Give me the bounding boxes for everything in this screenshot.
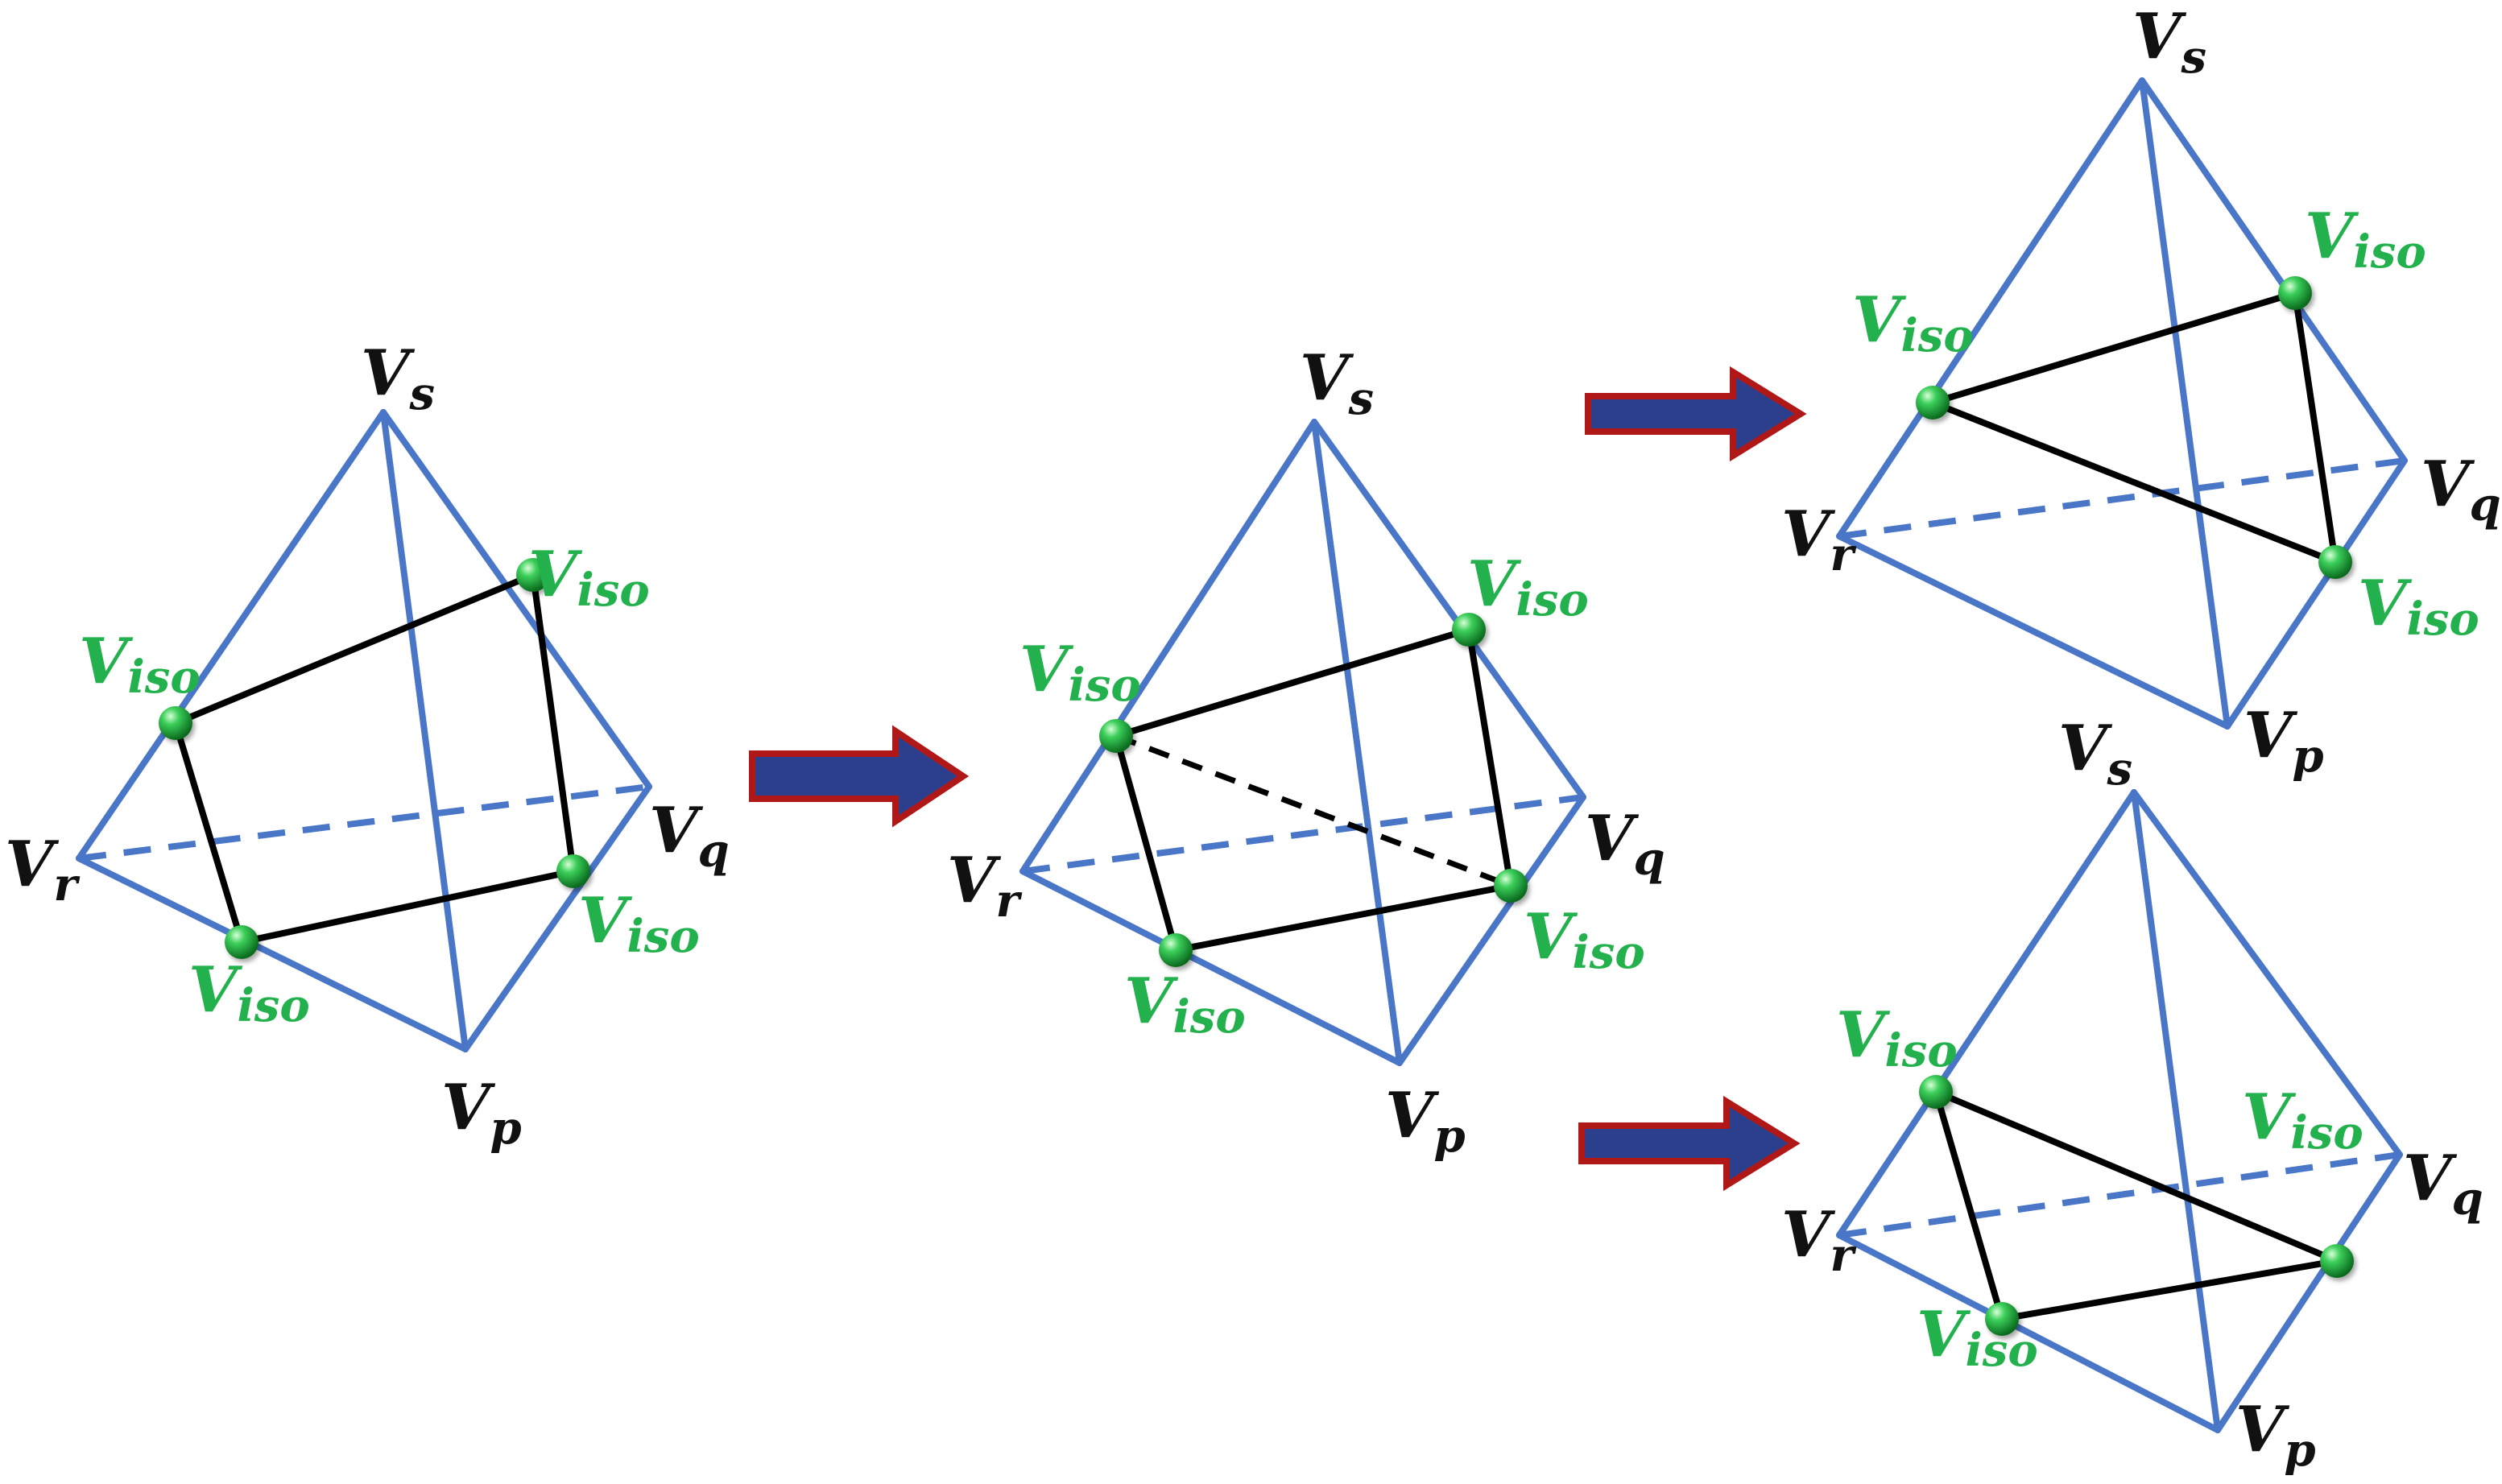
iso-label: Viso <box>1836 998 1958 1077</box>
arrow-right-icon <box>1578 1095 1801 1192</box>
edge-vr-vp <box>1836 1232 2221 1433</box>
vertex-label-vp: Vp <box>2235 1393 2316 1477</box>
iso-label: Viso <box>1852 283 1974 362</box>
iso-label: Viso <box>578 884 700 963</box>
tetrahedron-panel-2: Vs Vq Vr Vp Viso Viso Viso Viso <box>947 341 1665 1163</box>
edge-vs-vr <box>1019 419 1317 874</box>
isosurface-quad <box>1112 625 1515 954</box>
edge-vs-vq <box>380 409 652 790</box>
edge-vr-vq-hidden <box>1022 794 1584 874</box>
edge-vs-vp <box>1311 419 1403 1066</box>
edge-vr-vp <box>1019 868 1403 1066</box>
edge-vr-vp <box>1836 533 2231 730</box>
iso-label: Viso <box>1524 900 1645 979</box>
edge-vs-vr <box>1836 789 2137 1238</box>
edge-vq-vp <box>462 783 652 1052</box>
edge-vs-vr <box>76 409 387 862</box>
iso-label: Viso <box>2305 200 2426 279</box>
edge-vq-vp <box>1396 794 1586 1066</box>
isosurface-triangle <box>1922 288 2339 568</box>
iso-label: Viso <box>2242 1081 2363 1160</box>
iso-label: Viso <box>2358 567 2479 646</box>
vertex-label-vp: Vp <box>441 1071 522 1155</box>
edge-vq-vp <box>2215 1151 2403 1433</box>
iso-label: Viso <box>79 625 201 704</box>
edge-vs-vr <box>1836 77 2145 539</box>
diagonal-split-line <box>1115 733 1512 889</box>
vertex-label-vp: Vp <box>2244 699 2324 783</box>
vertex-label-vq: Vq <box>1585 802 1665 886</box>
iso-label: Viso <box>188 953 310 1032</box>
edge-vs-vp <box>2131 789 2221 1433</box>
isosurface-triangle <box>1930 1086 2349 1323</box>
tetrahedron-panel-1: Vs Vq Vr Vp Viso Viso Viso Viso <box>5 337 730 1155</box>
tetrahedron-panel-4: Vs Vq Vr Vp Viso Viso Viso <box>1781 712 2483 1477</box>
vertex-label-vs: Vs <box>2132 0 2206 84</box>
vertex-label-vr: Vr <box>1781 498 1857 581</box>
vertex-label-vq: Vq <box>2403 1142 2483 1226</box>
arrow-right-icon <box>1585 366 1807 462</box>
edge-vs-vp <box>2139 77 2231 730</box>
vertex-label-vq: Vq <box>2421 448 2501 531</box>
vertex-label-vr: Vr <box>5 828 81 911</box>
edge-vr-vq-hidden <box>1838 1151 2401 1238</box>
iso-label: Viso <box>1917 1298 2038 1377</box>
vertex-label-vs: Vs <box>1300 341 1374 425</box>
vertex-label-vr: Vr <box>947 844 1023 928</box>
iso-point <box>1099 613 1528 967</box>
arrow-right-icon <box>749 725 970 828</box>
vertex-label-vs: Vs <box>361 337 435 420</box>
iso-label: Viso <box>528 538 650 617</box>
iso-label: Viso <box>1124 965 1246 1044</box>
edge-vs-vq <box>2139 77 2408 464</box>
iso-point <box>1919 1075 2354 1336</box>
vertex-label-vs: Vs <box>2058 712 2132 796</box>
tetrahedron-panel-3: Vs Vq Vr Vp Viso Viso Viso <box>1781 0 2501 783</box>
edge-vr-vq-hidden <box>78 783 650 862</box>
iso-point <box>159 558 590 959</box>
iso-label: Viso <box>1467 548 1589 626</box>
edge-vs-vp <box>380 409 469 1052</box>
edge-vs-vq <box>2131 789 2403 1158</box>
iso-point <box>1916 276 2352 579</box>
vertex-label-vp: Vp <box>1385 1079 1466 1163</box>
iso-label: Viso <box>1019 633 1141 712</box>
vertex-label-vq: Vq <box>649 794 730 878</box>
edge-vr-vq-hidden <box>1838 457 2405 539</box>
edge-vr-vp <box>76 855 469 1052</box>
edge-vq-vp <box>2224 457 2408 730</box>
vertex-label-vr: Vr <box>1781 1198 1857 1282</box>
edge-vs-vq <box>1311 419 1586 800</box>
